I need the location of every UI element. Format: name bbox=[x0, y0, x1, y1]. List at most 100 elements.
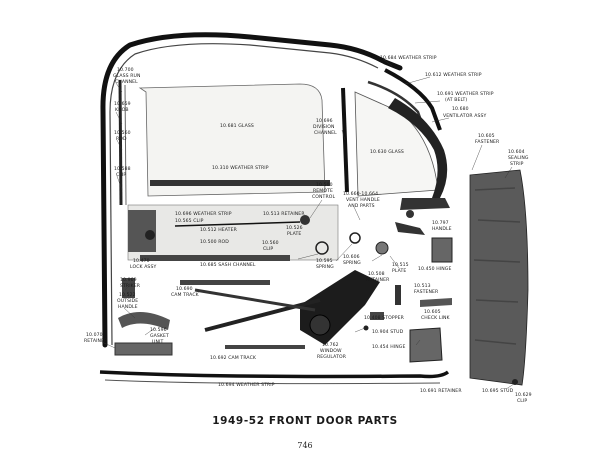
label-spring-606-1: 10.606 bbox=[343, 254, 360, 260]
label-division-2: DIVISION bbox=[313, 124, 335, 130]
glass-lower-weather-strip bbox=[150, 180, 330, 186]
label-clip-588-1: 10.588 bbox=[114, 166, 131, 172]
label-striker-1: 10.969 bbox=[120, 277, 137, 283]
fastener-513 bbox=[395, 285, 401, 305]
label-retainer-070-2: RETAINER bbox=[84, 338, 108, 344]
label-fastener-605-1: 10.605 bbox=[478, 133, 495, 139]
inner-door-panel bbox=[127, 204, 339, 261]
inside-handle-797 bbox=[395, 222, 425, 235]
label-spring-595-2: SPRING bbox=[316, 264, 334, 270]
label-weather-strip-694: 10.694 WEATHER STRIP bbox=[218, 382, 275, 388]
label-remote-1: 10.500 bbox=[316, 182, 333, 188]
cam-track-692 bbox=[225, 345, 305, 349]
label-retainer-513-2: 10.526 bbox=[286, 225, 303, 231]
label-weather-strip-belt-1: 10.691 WEATHER STRIP bbox=[437, 91, 494, 97]
label-check-link-2: CHECK LINK bbox=[421, 315, 450, 321]
striker-plate bbox=[122, 278, 135, 298]
label-cam-track-692: 10.692 CAM TRACK bbox=[210, 355, 257, 361]
label-stud-695: 10.695 STUD bbox=[482, 388, 514, 394]
main-glass-panel bbox=[138, 83, 326, 197]
label-lock-assy-2: LOCK ASSY bbox=[130, 264, 156, 270]
weather-strip-upper bbox=[384, 68, 442, 131]
door-frame-inner bbox=[109, 43, 379, 346]
ventilator-lower-frame bbox=[400, 198, 450, 210]
cam-track-690 bbox=[180, 280, 270, 285]
label-hinge-454: 10.454 HINGE bbox=[372, 344, 405, 350]
label-rod-2: ROD bbox=[116, 136, 127, 142]
leader-lines bbox=[101, 58, 515, 390]
label-division-1: 10.696 bbox=[316, 118, 333, 124]
label-knob-2: KNOB bbox=[115, 107, 129, 113]
ventilator-assembly bbox=[388, 98, 448, 198]
weather-strip-bottom bbox=[99, 370, 450, 379]
label-weather-strip-310: 10.310 WEATHER STRIP bbox=[212, 165, 269, 171]
label-window-reg-3: REGULATOR bbox=[317, 354, 347, 360]
label-sash-channel: 10.685 SASH CHANNEL bbox=[200, 262, 256, 268]
label-knob-1: 10.659 bbox=[114, 101, 131, 107]
label-window-reg-2: WINDOW bbox=[320, 348, 342, 354]
spring-606 bbox=[349, 232, 361, 244]
label-retainer-691: 10.691 RETAINER bbox=[420, 388, 462, 394]
label-spring-606-2: SPRING bbox=[343, 260, 361, 266]
label-retainer-513-3: PLATE bbox=[287, 231, 301, 237]
label-glass-run-1: 10.700 bbox=[117, 67, 134, 73]
outside-handle bbox=[118, 311, 170, 330]
label-gasket-3: UNIT bbox=[152, 339, 163, 345]
label-stopper-408: 10.408 STOPPER bbox=[364, 315, 405, 321]
sealing-strip-texture bbox=[473, 187, 521, 345]
regulator-arm-1 bbox=[204, 298, 321, 332]
lock-cylinder bbox=[145, 230, 155, 240]
regulator-arm-2 bbox=[194, 288, 316, 312]
label-retainer-070-1: 10.070 bbox=[86, 332, 103, 338]
label-glass-vent: 10.630 GLASS bbox=[370, 149, 404, 155]
label-division-3: CHANNEL bbox=[314, 130, 337, 136]
label-rod-1: 10.560 bbox=[114, 130, 131, 136]
page-title: 1949-52 FRONT DOOR PARTS bbox=[212, 415, 398, 427]
label-vent-handle-2: VENT HANDLE bbox=[346, 197, 380, 203]
label-outside-handle-2: OUTSIDE bbox=[117, 298, 138, 304]
label-remote-3: CONTROL bbox=[312, 194, 335, 200]
label-stud-904: 10.904 STUD bbox=[372, 329, 404, 335]
door-frame-outline bbox=[100, 32, 403, 348]
label-weather-strip-belt-2: (AT BELT) bbox=[445, 97, 467, 103]
label-glass-run-3: CHANNEL bbox=[115, 79, 138, 85]
label-outside-handle-3: HANDLE bbox=[118, 304, 138, 310]
label-clip-560-1: 10.560 bbox=[262, 240, 279, 246]
label-vent-handle-3: AND PARTS bbox=[348, 203, 375, 209]
hinge-450 bbox=[431, 237, 453, 263]
label-sealing-3: STRIP bbox=[510, 161, 524, 167]
retainer-691 bbox=[104, 379, 441, 385]
spring-595 bbox=[315, 241, 329, 255]
label-sealing-1: 10.604 bbox=[508, 149, 525, 155]
hinge-454 bbox=[409, 327, 443, 363]
sealing-strip bbox=[469, 169, 529, 386]
label-cam-track-690-1: 10.690 bbox=[176, 286, 193, 292]
label-heater-512: 10.512 HEATER bbox=[200, 227, 238, 233]
label-spring-595-1: 10.595 bbox=[316, 258, 333, 264]
sash-channel bbox=[140, 255, 290, 261]
stopper-408 bbox=[370, 312, 384, 320]
label-gasket-1: 10.596 bbox=[150, 327, 167, 333]
page-number: 746 bbox=[297, 441, 313, 450]
label-glass-main: 10.681 GLASS bbox=[220, 123, 254, 129]
label-retainer-508-2: RETAINER bbox=[366, 277, 390, 283]
label-ws-696: 10.696 WEATHER STRIP bbox=[175, 211, 232, 217]
label-gasket-2: GASKET bbox=[150, 333, 169, 339]
glass-run-channel bbox=[118, 79, 123, 206]
label-plate-515-1: 10.515 bbox=[392, 262, 409, 268]
label-retainer-513-1: 10.513 RETAINER bbox=[263, 211, 305, 217]
label-cam-track-690-2: CAM TRACK bbox=[171, 292, 200, 298]
label-weather-strip-612: 10.612 WEATHER STRIP bbox=[425, 72, 482, 78]
glass-run-channel-inner bbox=[124, 84, 127, 206]
label-clip-560-2: CLIP bbox=[263, 246, 273, 252]
check-link bbox=[420, 298, 452, 307]
label-ventilator-2: VENTILATOR ASSY bbox=[443, 113, 487, 119]
vent-handle bbox=[406, 210, 414, 218]
label-ventilator-1: 10.680 bbox=[452, 106, 469, 112]
label-retainer-508-1: 10.508 bbox=[368, 271, 385, 277]
label-clip-565: 10.565 CLIP bbox=[175, 218, 204, 224]
label-clip-629-1: 10.629 bbox=[515, 392, 532, 398]
label-clip-588-2: CLIP bbox=[116, 172, 126, 178]
label-remote-2: REMOTE bbox=[313, 188, 333, 194]
